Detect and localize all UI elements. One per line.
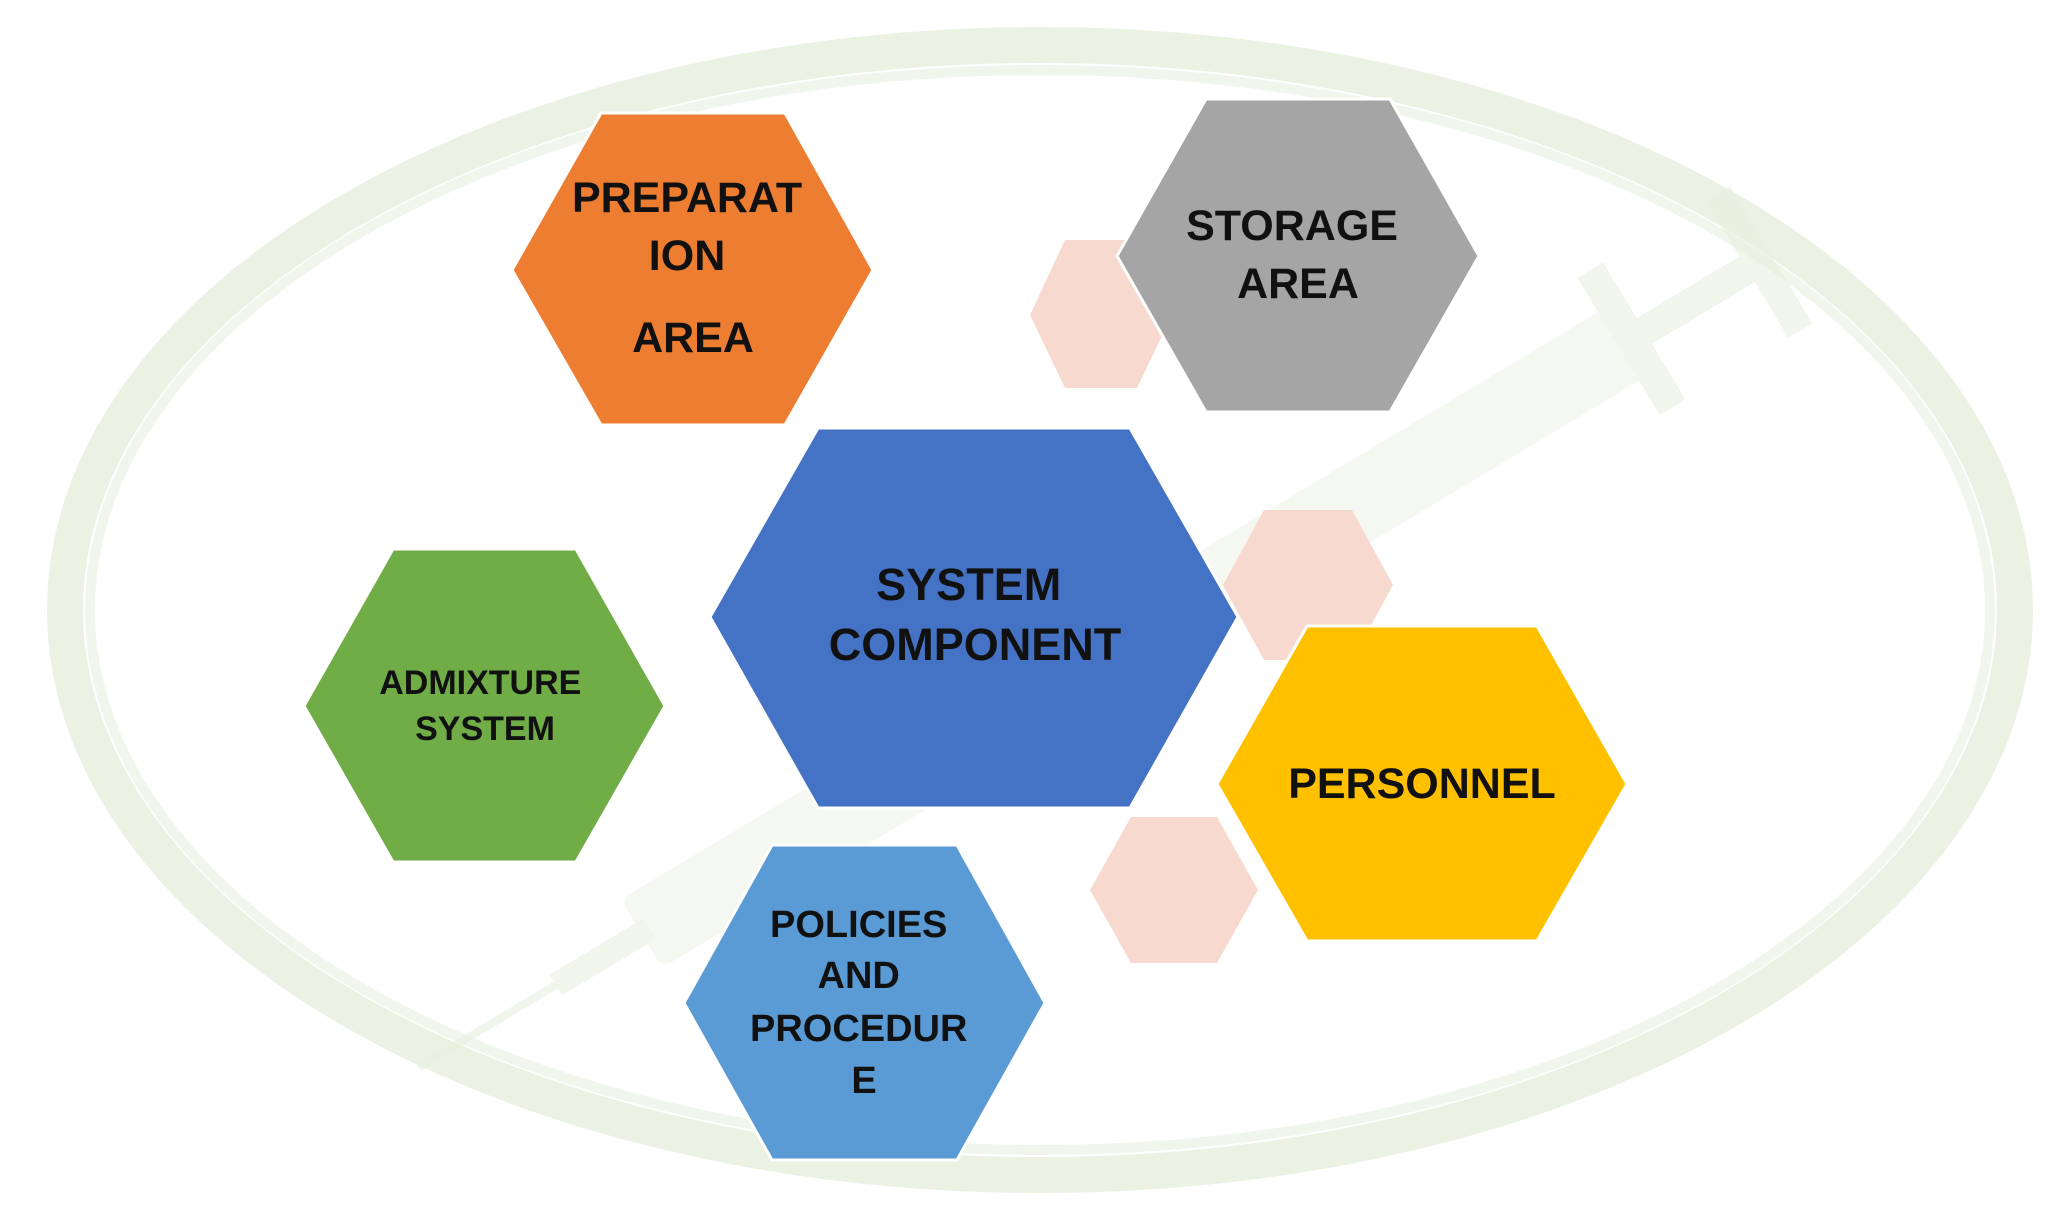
accent-hexagons [1030,240,1393,963]
system-component-label-line-1: SYSTEM [876,559,1061,610]
policies-and-procedure-label-line-4: E [851,1060,876,1102]
background-ring-inner [85,65,1995,1155]
svg-text:STORAGE AREA: STORAGE AREA [1186,202,1410,308]
preparation-area-label-line-3: AREA [632,314,754,362]
admixture-system-node: ADMIXTURE SYSTEM [302,547,667,864]
svg-text:ADMIXTURE SYSTEM: ADMIXTURE SYSTEM [379,664,591,748]
background-ring [47,27,2033,1193]
policies-and-procedure-label-line-2: AND [818,955,900,997]
svg-text:POLICIES AND PROCE: POLICIES AND PROCEDUR E [750,904,978,1102]
system-component-label-line-2: COMPONENT [829,619,1122,670]
admixture-system-label-line-1: ADMIXTURE [379,664,581,702]
admixture-system-hexagon [302,547,667,864]
admixture-system-label-line-2: SYSTEM [415,710,555,748]
storage-area-node: STORAGE AREA [1115,97,1481,414]
personnel-hexagon [1215,624,1629,943]
svg-text:SYSTEM COMPONENT: SYSTEM COMPONENT [829,559,1122,670]
accent-hexagon [1090,817,1258,963]
policies-and-procedure-node: POLICIES AND PROCEDUR E [682,843,1047,1162]
personnel-label-line-1: PERSONNEL [1288,760,1556,808]
svg-text:PERSONNEL: PERSONNEL [1288,760,1556,808]
policies-and-procedure-label-line-3: PROCEDUR [750,1008,967,1050]
policies-and-procedure-label-line-1: POLICIES [770,904,947,946]
preparation-area-label-line-2: ION [649,232,725,280]
preparation-area-node: PREPARAT ION AREA [510,111,875,427]
policies-and-procedure-hexagon [682,843,1047,1162]
storage-area-label-line-1: STORAGE [1186,202,1398,250]
personnel-node: PERSONNEL [1215,624,1629,943]
svg-text:PREPARAT ION AREA: PREPARAT ION AREA [572,174,814,362]
system-component-hexagon [708,426,1240,810]
accent-hexagon [1223,510,1393,660]
preparation-area-label-line-1: PREPARAT [572,174,802,222]
center-node: SYSTEM COMPONENT [708,426,1240,810]
storage-area-label-line-2: AREA [1237,260,1359,308]
preparation-area-hexagon [510,111,875,427]
storage-area-hexagon [1115,97,1481,414]
